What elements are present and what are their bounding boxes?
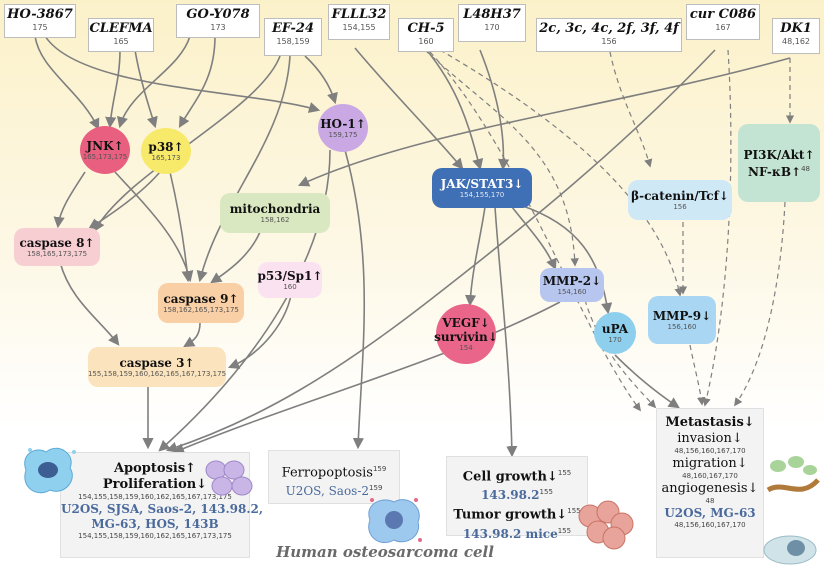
arrow-analogs-bcat: [609, 51, 653, 168]
drug-box: CLEFMA 165: [88, 18, 154, 52]
migrating-cell-illustration: [763, 535, 817, 565]
arrow-flll32-jak: [354, 47, 464, 170]
arrow-jak-growth: [494, 206, 518, 458]
node-mitochondria: mitochondria 158,162: [220, 193, 330, 233]
node-p53-sp1: p53/Sp1↑ 160: [258, 262, 322, 298]
outcome-growth: Cell growth↓155 143.98.2155 Tumor growth…: [446, 456, 588, 541]
arrow-jnk-casp8: [53, 171, 86, 229]
drug-box: CH-5 160: [398, 18, 454, 52]
arrow-ef24-ho1: [304, 55, 338, 105]
arrow-ch5-mmp2: [424, 49, 579, 267]
drug-box: FLLL32 154,155: [328, 4, 390, 40]
arrow-p38-casp9: [169, 171, 193, 283]
arrow-ch5-jak: [424, 47, 484, 171]
node-ho1: HO-1↑ 159,175: [318, 104, 368, 152]
arrow-upa-metastasis: [614, 354, 680, 409]
arrow-jak-upa: [519, 204, 613, 315]
apoptotic-cell-illustration: [24, 447, 76, 494]
drug-box: EF-24 158,159: [264, 18, 322, 56]
arrow-ch5-metastasis: [429, 51, 642, 412]
arrow-casp8-casp3: [59, 261, 120, 346]
drug-box: cur C086 167: [686, 4, 760, 40]
arrow-jak-vegf: [464, 206, 486, 307]
drug-box: L48H37 170: [458, 4, 526, 42]
drug-box: HO-3867 175: [4, 4, 76, 38]
arrow-mmp9-metastasis: [689, 344, 706, 406]
node-upa: uPA 170: [594, 312, 636, 354]
arrow-casp9-casp3: [183, 322, 201, 348]
node-beta-catenin: β-catenin/Tcf↓ 156: [628, 180, 732, 220]
arrow-ho3867-jnk: [34, 35, 100, 131]
proliferating-cells-illustration: [205, 460, 253, 496]
node-caspase9: caspase 9↑ 158,162,165,173,175: [158, 283, 244, 323]
arrow-ch5-mmp9: [439, 49, 683, 297]
node-p38: p38↑ 165,173: [141, 128, 191, 174]
arrow-curc086-apoptosis: [165, 49, 716, 453]
figure-caption: Human osteosarcoma cell: [276, 543, 494, 561]
arrow-clefma-p38: [134, 49, 158, 129]
arrow-mmp2-apoptosis: [172, 301, 561, 454]
arrow-curc086-metastasis: [702, 49, 732, 407]
node-jak-stat3: JAK/STAT3↓ 154,155,170: [432, 168, 532, 208]
arrow-dk1-mito: [297, 57, 791, 187]
arrow-ef24-casp8: [93, 55, 281, 232]
node-mmp9: MMP-9↓ 156,160: [648, 296, 716, 344]
arrow-ho1-ferro: [344, 149, 366, 450]
drug-box: 2c, 3c, 4c, 2f, 3f, 4f 156: [536, 18, 682, 52]
arrow-jnk-casp9: [114, 171, 194, 283]
arrow-jak-mmp2: [511, 206, 557, 271]
node-jnk: JNK↑ 165,173,175: [80, 126, 130, 174]
outcome-metastasis: Metastasis↓ invasion↓ 48,156,160,167,170…: [656, 408, 764, 558]
drug-box: DK1 48,162: [772, 18, 820, 54]
arrow-ho3867-ho1: [44, 35, 321, 113]
node-pi3k-nfkb: PI3K/Akt↑ NF-κB↑48: [738, 124, 820, 202]
arrow-p38-casp8: [88, 171, 161, 230]
arrow-pi3k-metastasis: [734, 201, 786, 407]
metastasis-vessel-illustration: [766, 456, 820, 493]
arrow-goy078-p38: [178, 35, 216, 128]
node-caspase8: caspase 8↑ 158,165,173,175: [14, 228, 100, 266]
node-mmp2: MMP-2↓ 154,160: [540, 268, 604, 302]
tumor-mass-illustration: [578, 500, 634, 550]
arrow-clefma-jnk: [105, 49, 121, 129]
arrow-l48h37-jak: [479, 49, 510, 171]
drug-box: GO-Y078 173: [176, 4, 260, 38]
node-caspase3: caspase 3↑ 155,158,159,160,162,165,167,1…: [88, 347, 226, 387]
arrow-goy078-jnk: [117, 35, 191, 129]
node-vegf-survivin: VEGF↓ survivin↓ 154: [434, 304, 498, 364]
arrow-ef24-casp9: [196, 55, 291, 283]
arrow-mito-casp9: [210, 231, 261, 284]
ferroptotic-cell-illustration: [368, 498, 422, 543]
outcome-ferroptosis: Ferropoptosis159 U2OS, Saos-2159: [268, 450, 400, 504]
